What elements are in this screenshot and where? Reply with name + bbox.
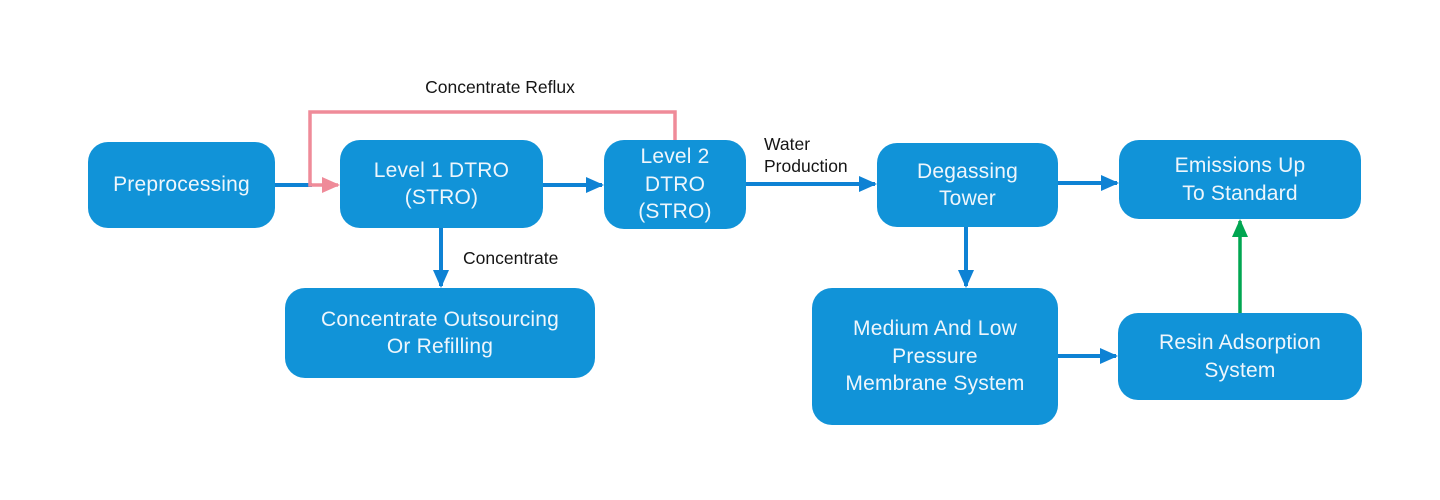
label-concentrate: Concentrate — [463, 248, 559, 268]
node-resin-adsorption: Resin Adsorption System — [1118, 313, 1362, 400]
label-water-production: Water Production — [764, 134, 848, 176]
node-level1-dtro: Level 1 DTRO (STRO) — [340, 140, 543, 228]
node-degassing-tower: Degassing Tower — [877, 143, 1058, 227]
label-concentrate-reflux: Concentrate Reflux — [425, 77, 575, 97]
node-membrane-system: Medium And Low Pressure Membrane System — [812, 288, 1058, 425]
node-preprocessing: Preprocessing — [88, 142, 275, 228]
node-emissions-up-to-standard: Emissions Up To Standard — [1119, 140, 1361, 219]
node-concentrate-outsourcing: Concentrate Outsourcing Or Refilling — [285, 288, 595, 378]
node-level2-dtro: Level 2 DTRO (STRO) — [604, 140, 746, 229]
